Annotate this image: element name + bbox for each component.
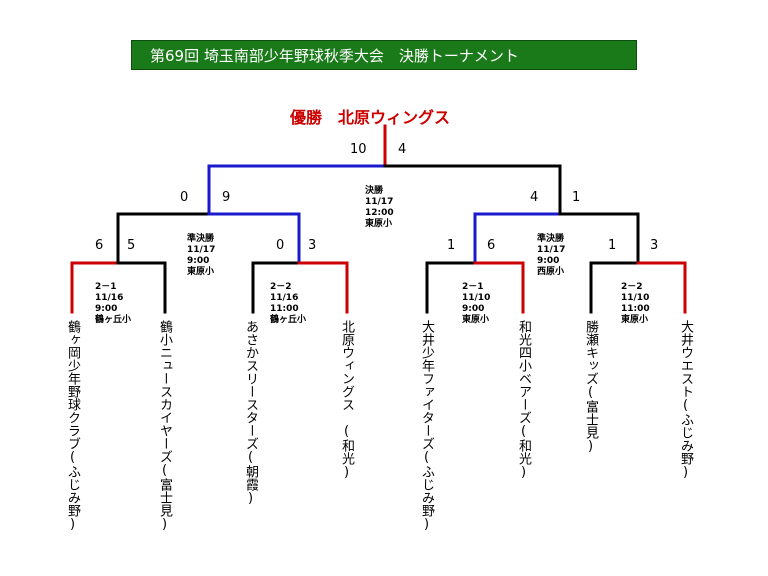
match4-venue: 東原小 (621, 315, 649, 325)
final-label: 決勝 (365, 186, 384, 196)
team-7: 勝瀬キッズ(富士見) (583, 320, 598, 454)
match1-time: 9:00 (95, 304, 118, 314)
champion-label: 優勝 北原ウィングス (289, 108, 450, 127)
semifinal-left-score-right: 9 (222, 190, 231, 205)
team-6: 和光四小ベアーズ(和光) (516, 320, 531, 480)
semifinal-left-info: 準決勝 11/17 9:00 東原小 (187, 234, 215, 278)
semifinal-right-score-left: 4 (530, 190, 539, 205)
match1-date: 11/16 (95, 293, 124, 303)
match4-date: 11/10 (621, 293, 650, 303)
team-4: 北原ウィングス (和光) (339, 320, 354, 480)
match3-score-right: 6 (487, 238, 496, 253)
semifinal-right-venue: 西原小 (537, 267, 565, 277)
semifinal-right-score-right: 1 (572, 190, 581, 205)
semifinal-right-label: 準決勝 (537, 234, 565, 244)
match2-venue: 鶴ヶ丘小 (270, 315, 307, 325)
final-score-left: 10 (350, 142, 367, 157)
match4-time: 11:00 (621, 304, 650, 314)
match2-info: 2－2 11/16 11:00 鶴ヶ丘小 (270, 282, 306, 326)
match1-venue: 鶴ヶ丘小 (95, 315, 132, 325)
match4-result: 2－2 (621, 282, 643, 292)
match3-venue: 東原小 (462, 315, 490, 325)
semifinal-left-score-left: 0 (180, 190, 189, 205)
match2-score-right: 3 (308, 238, 317, 253)
team-3: あさかスリースターズ(朝霞) (243, 320, 258, 506)
match1-score-right: 5 (127, 238, 136, 253)
team-1: 鶴ヶ岡少年野球クラブ(ふじみ野) (65, 320, 80, 532)
semifinal-left-date: 11/17 (187, 245, 216, 255)
match1-result: 2－1 (95, 282, 117, 292)
final-venue: 東原小 (365, 219, 393, 229)
final-score-right: 4 (398, 142, 407, 157)
team-2: 鶴小ニュースカイヤーズ(富士見) (157, 320, 172, 532)
semifinal-right-date: 11/17 (537, 245, 566, 255)
final-date: 11/17 (365, 197, 394, 207)
match4-info: 2－2 11/10 11:00 東原小 (621, 282, 650, 326)
match2-score-left: 0 (276, 238, 285, 253)
semifinal-left-time: 9:00 (187, 256, 210, 266)
semifinal-left-label: 準決勝 (187, 234, 215, 244)
match1-score-left: 6 (95, 238, 104, 253)
match2-date: 11/16 (270, 293, 299, 303)
match3-time: 9:00 (462, 304, 485, 314)
semifinal-right-time: 9:00 (537, 256, 560, 266)
tournament-title: 第69回 埼玉南部少年野球秋季大会 決勝トーナメント (150, 47, 519, 65)
final-time: 12:00 (365, 208, 394, 218)
match4-score-right: 3 (650, 238, 659, 253)
team-5: 大井少年ファイターズ(ふじみ野) (419, 320, 434, 532)
final-info: 決勝 11/17 12:00 東原小 (365, 186, 394, 230)
match3-result: 2－1 (462, 282, 484, 292)
semifinal-left-venue: 東原小 (187, 267, 215, 277)
match4-score-left: 1 (608, 238, 617, 253)
match2-result: 2－2 (270, 282, 292, 292)
match3-score-left: 1 (447, 238, 456, 253)
title-banner: 第69回 埼玉南部少年野球秋季大会 決勝トーナメント (131, 40, 637, 70)
match3-date: 11/10 (462, 293, 491, 303)
match1-info: 2－1 11/16 9:00 鶴ヶ丘小 (95, 282, 131, 326)
match3-info: 2－1 11/10 9:00 東原小 (462, 282, 490, 326)
team-8: 大井ウエスト(ふじみ野) (678, 320, 693, 480)
semifinal-right-info: 準決勝 11/17 9:00 西原小 (537, 234, 565, 278)
match2-time: 11:00 (270, 304, 299, 314)
